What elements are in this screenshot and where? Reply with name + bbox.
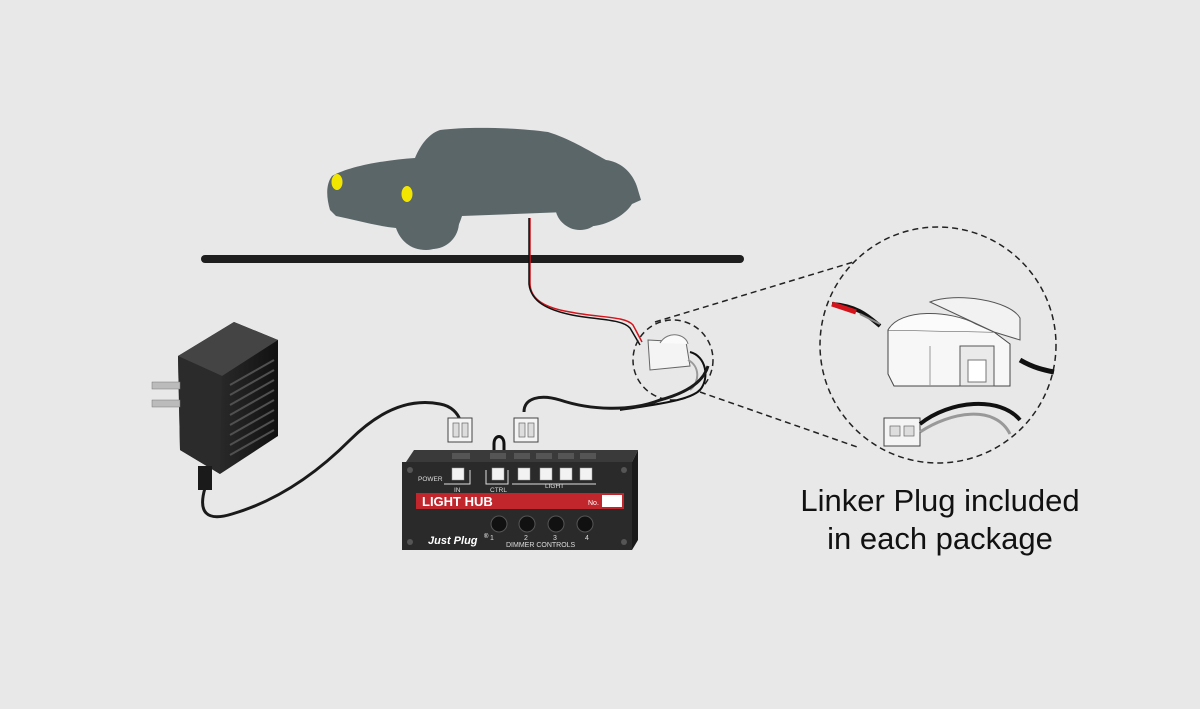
port-light-3 xyxy=(559,467,573,481)
dimmer-knobs xyxy=(490,515,594,533)
light-hub-device: POWER IN CTRL LIGHT LIGHT HUB No. 1 2 3 … xyxy=(402,450,638,550)
linker-plug-caption: Linker Plug included in each package xyxy=(760,482,1120,558)
port-power-in xyxy=(451,467,465,481)
dimmer-knob-3 xyxy=(547,515,565,533)
power-plug xyxy=(447,417,473,443)
port-light-2 xyxy=(539,467,553,481)
hub-number-label: No. xyxy=(588,500,599,507)
caption-line-2: in each package xyxy=(827,521,1053,556)
dimmer-knob-1 xyxy=(490,515,508,533)
hub-in-label: IN xyxy=(454,487,461,494)
linker-plug-icon xyxy=(831,297,1055,447)
headlight-right xyxy=(401,186,413,202)
hub-power-label: POWER xyxy=(418,476,443,483)
adapter-cable xyxy=(201,401,462,519)
caption-line-1: Linker Plug included xyxy=(800,483,1080,518)
dimmer-knob-4 xyxy=(576,515,594,533)
hub-title: LIGHT HUB xyxy=(422,494,493,509)
adapter-prong-top xyxy=(151,381,181,390)
hub-brand: Just Plug xyxy=(428,535,478,547)
headlight-left xyxy=(331,174,343,190)
knob-number-3: 3 xyxy=(553,535,557,542)
hub-number-box xyxy=(602,495,622,507)
light-cable xyxy=(522,365,710,413)
car-wire-red xyxy=(529,218,643,343)
hub-ctrl-label: CTRL xyxy=(490,487,507,494)
knob-number-1: 1 xyxy=(490,535,494,542)
ctrl-loop xyxy=(492,435,506,465)
port-ctrl xyxy=(491,467,505,481)
port-light-4 xyxy=(579,467,593,481)
car-silhouette xyxy=(327,127,641,250)
hub-brand-mark: ® xyxy=(484,533,489,540)
power-adapter-icon xyxy=(151,322,278,490)
knob-number-4: 4 xyxy=(585,535,589,542)
wheel-front xyxy=(405,195,459,249)
dimmer-knob-2 xyxy=(518,515,536,533)
adapter-prong-bottom xyxy=(151,399,181,408)
zoom-line-bottom xyxy=(699,391,861,449)
magnifier-small-circle xyxy=(632,319,714,401)
wheel-rear xyxy=(555,180,605,230)
knob-number-2: 2 xyxy=(524,535,528,542)
light-plug xyxy=(513,417,539,443)
zoom-line-top xyxy=(654,253,881,323)
car-wire-black xyxy=(528,218,641,346)
hub-dimmer-label: DIMMER CONTROLS xyxy=(506,542,576,549)
hub-light-label: LIGHT xyxy=(545,483,564,490)
hub-banner xyxy=(416,493,624,509)
port-light-1 xyxy=(517,467,531,481)
